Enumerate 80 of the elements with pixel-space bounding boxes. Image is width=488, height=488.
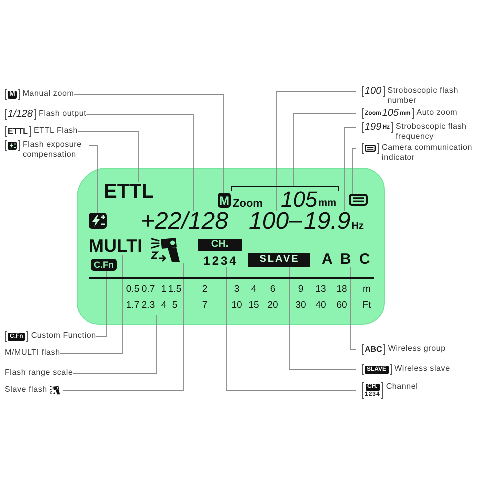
custom-function-tag: C.Fn: [91, 259, 117, 271]
leader-line: [293, 113, 356, 186]
scale-number: 1.5: [168, 284, 182, 295]
scale-number: 9: [298, 284, 304, 295]
display-symbol: ABC: [365, 346, 382, 354]
unit-text: Hz: [352, 221, 364, 233]
leader-line: [60, 254, 123, 354]
scale-number: 10: [232, 300, 242, 311]
leader-line: [72, 314, 157, 374]
scale-number: 6: [270, 284, 276, 295]
scale-number: 15: [248, 300, 260, 311]
lcd-screen: [77, 168, 385, 325]
display-symbol: 199: [365, 122, 382, 132]
slave-tag: SLAVE: [248, 253, 310, 267]
scale-number: 2: [202, 284, 208, 295]
zoom-text: Zoom: [233, 198, 263, 210]
manual-zoom-indicator: M: [218, 193, 231, 208]
scale-number: 20: [268, 300, 278, 311]
scale-number: 0.7: [142, 284, 156, 295]
leader-line: [86, 114, 194, 212]
callout-label: Flash output: [39, 109, 87, 119]
callout-label: Flash exposure compensation: [23, 140, 83, 160]
display-symbol: ETTL: [8, 128, 28, 136]
channel-tag: CH.: [198, 239, 242, 251]
flash-mode-text: MULTI: [89, 237, 143, 255]
leader-line: [289, 266, 356, 370]
display-symbol: 105: [382, 108, 400, 118]
scale-number: 4: [161, 300, 167, 311]
unit-text: Ft: [362, 300, 372, 311]
callout-label: Channel: [386, 382, 418, 392]
leader-line: [78, 131, 139, 182]
flash-count-readout: 100: [249, 211, 290, 233]
callout-label: Slave flash: [5, 385, 48, 395]
leader-line: [344, 127, 356, 212]
scale-number: 5: [172, 300, 178, 311]
scale-number: 3: [234, 284, 240, 295]
lightning-plus-minus-icon: [89, 213, 107, 229]
leader-line: [276, 91, 356, 212]
framed-bars-icon: [349, 194, 368, 206]
range-dash: –: [289, 210, 302, 232]
bracketed-zoom-readout: [231, 186, 339, 210]
flash-output-readout: +22/128: [141, 211, 228, 233]
scale-number: 1: [161, 284, 167, 295]
callout-label: Stroboscopic flash frequency: [396, 122, 468, 142]
callout-label: Manual zoom: [22, 89, 74, 99]
callout-label: Custom Function: [31, 331, 96, 341]
unit-text: m: [363, 284, 371, 295]
callout-label: Camera communication indicator: [382, 143, 474, 163]
scale-number: 60: [336, 300, 348, 311]
leader-line: [96, 270, 107, 337]
group-letters: A B C: [322, 252, 372, 267]
flash-mode-text: ETTL: [104, 182, 154, 202]
scale-number: 18: [336, 284, 348, 295]
scale-number: 30: [296, 300, 306, 311]
callout-label: Auto zoom: [416, 108, 458, 118]
callout-label: Flash range scale: [5, 368, 74, 378]
callout-label: ETTL Flash: [34, 126, 78, 136]
scale-number: 7: [202, 300, 208, 311]
scale-number: 2.3: [142, 300, 156, 311]
scale-number: 4: [251, 284, 257, 295]
leader-line: [74, 94, 224, 194]
leader-line: [352, 148, 356, 194]
leader-line: [226, 266, 356, 391]
unit-text: mm: [318, 198, 336, 210]
focal-length-readout: 105: [280, 190, 318, 210]
scale-number: 40: [316, 300, 326, 311]
scale-number: 1.7: [126, 300, 140, 311]
scale-number: 0.5: [126, 284, 140, 295]
display-symbol: 1/128: [8, 110, 34, 120]
frequency-readout: 19.9: [304, 211, 351, 233]
callout-label: Wireless group: [388, 344, 446, 354]
callout-label: Stroboscopic flash number: [388, 86, 460, 106]
leader-line: [350, 266, 356, 350]
scale-number: 13: [316, 284, 326, 295]
leader-line: [62, 262, 184, 391]
leader-line: [88, 145, 98, 214]
channel-numbers: 1234: [202, 255, 238, 267]
display-symbol: 100: [365, 86, 382, 96]
callout-label: M/MULTI flash: [5, 348, 60, 358]
callout-label: Wireless slave: [394, 364, 450, 374]
